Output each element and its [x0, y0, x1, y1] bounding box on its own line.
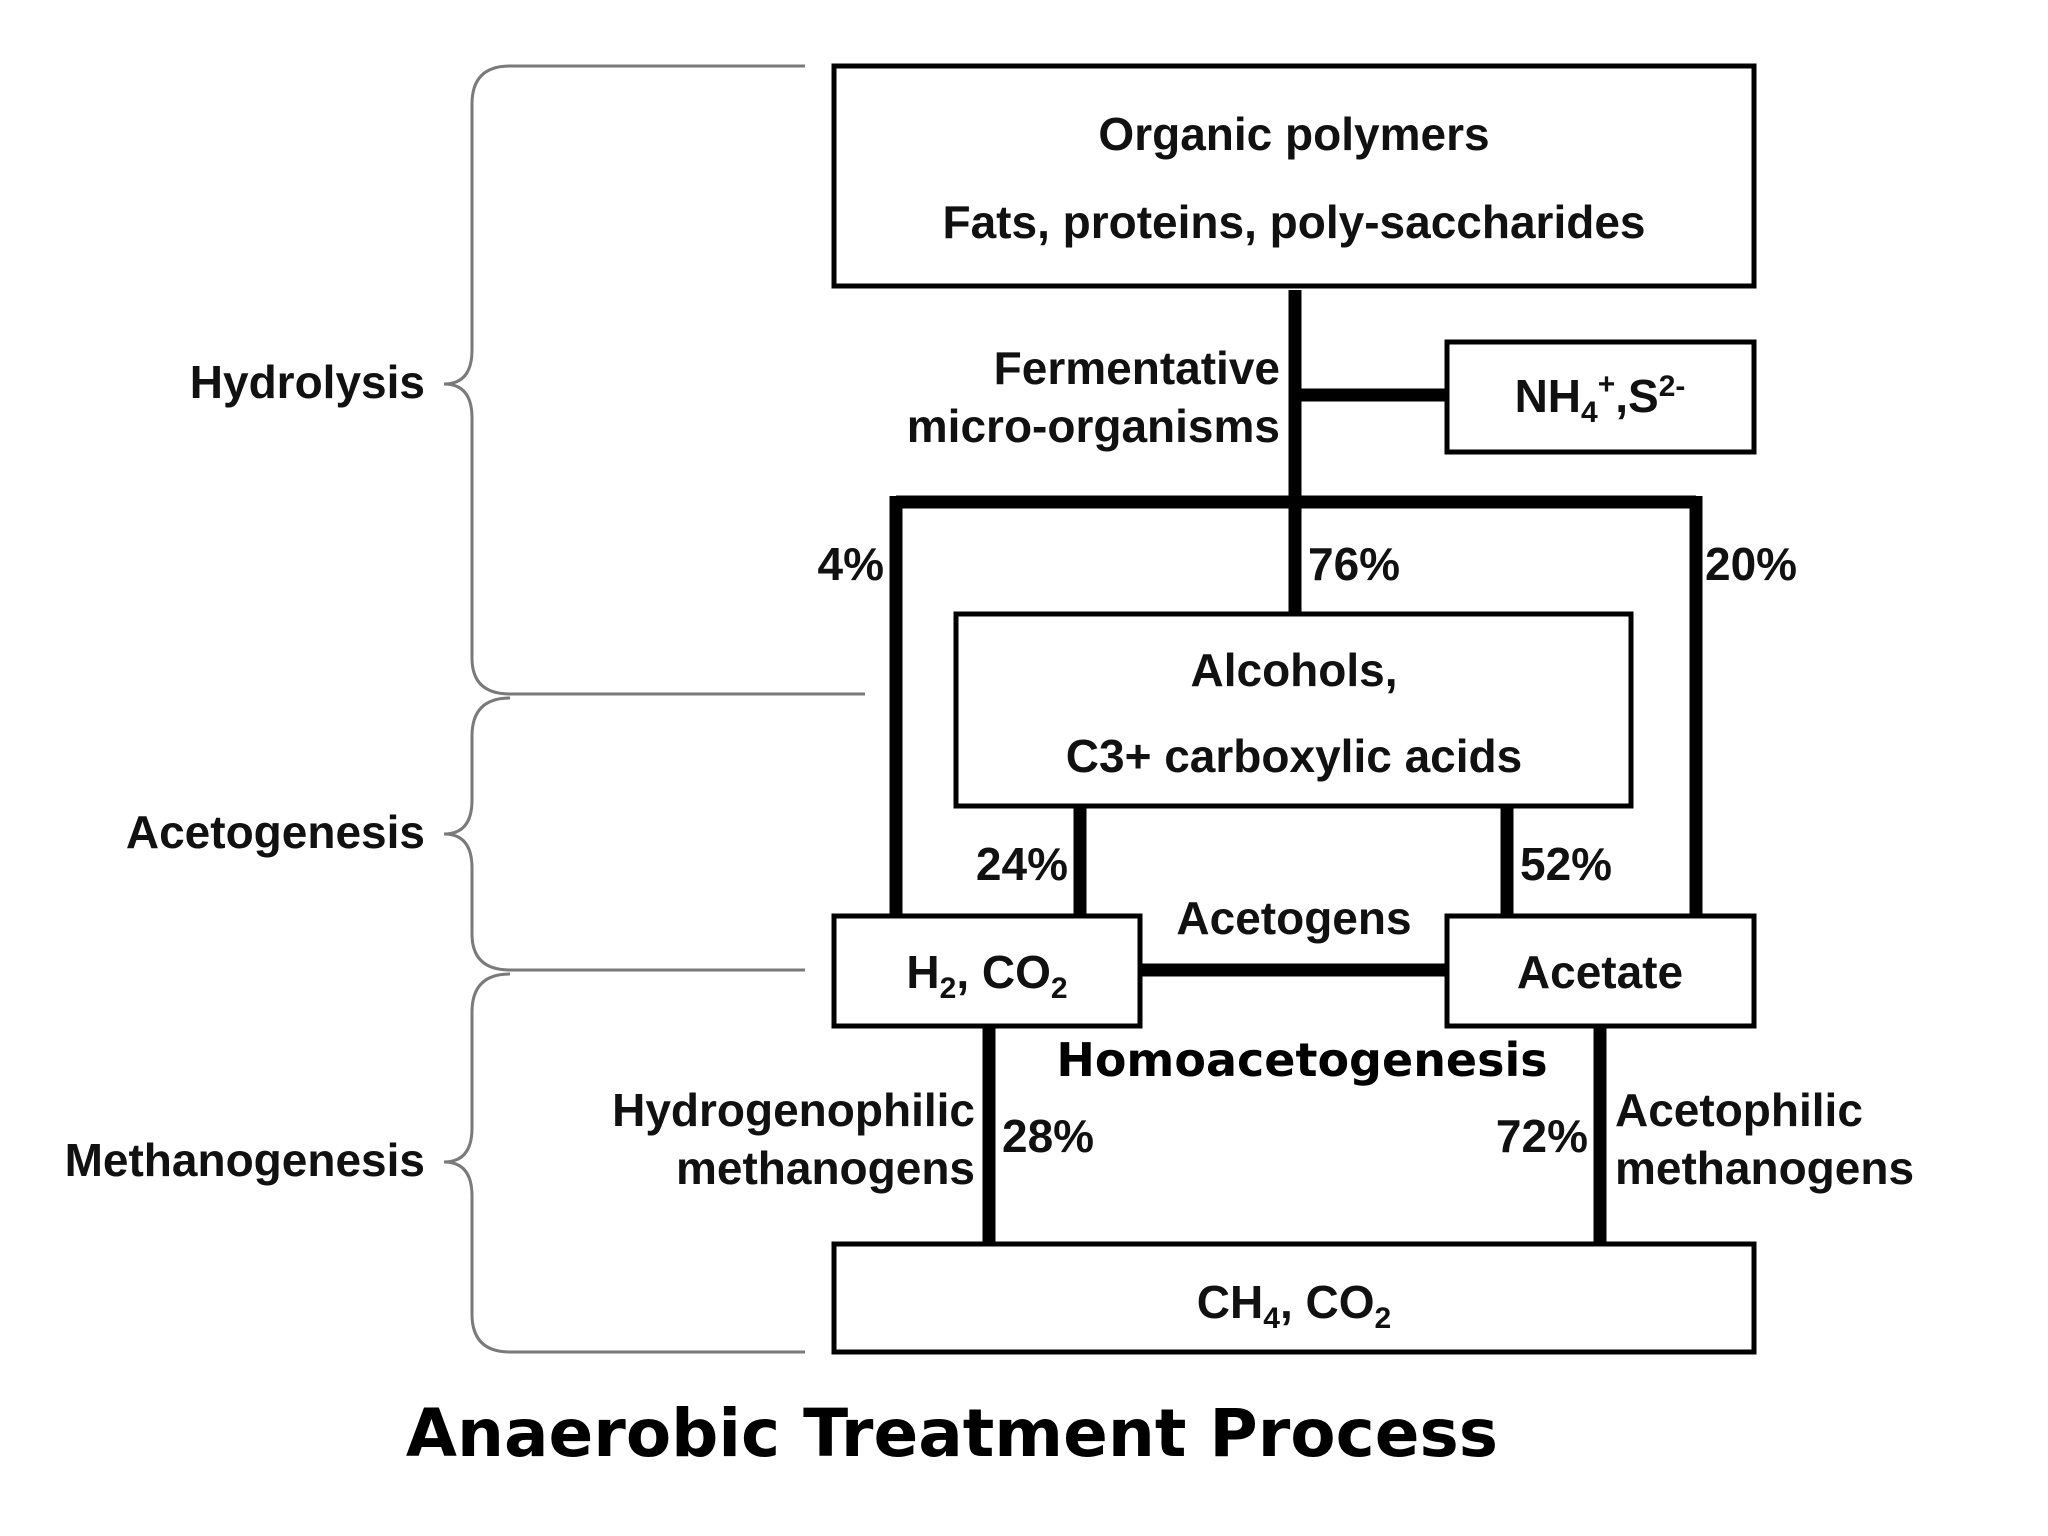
nh4-s-label: NH4+,S2- [1515, 368, 1686, 429]
alcohols-line1: Alcohols, [1190, 644, 1397, 696]
organic-polymers-title: Organic polymers [1098, 108, 1489, 160]
stage-hydrolysis-label: Hydrolysis [190, 356, 425, 408]
hydrogenophilic-label-line1: Hydrogenophilic [612, 1084, 975, 1136]
percent-direct-acetate: 20% [1705, 538, 1797, 590]
acetate-box [1444, 913, 1757, 1029]
hydrogenophilic-label-line2: methanogens [676, 1142, 975, 1194]
stage-acetogenesis-label: Acetogenesis [126, 806, 425, 858]
alcohols-box [953, 611, 1634, 809]
fermentative-label-line2: micro-organisms [907, 400, 1280, 452]
acetogens-label: Acetogens [1176, 892, 1411, 944]
acetophilic-label-line1: Acetophilic [1615, 1084, 1863, 1136]
homoacetogenesis-label: Homoacetogenesis [1056, 1033, 1547, 1087]
h2-co2-box [831, 913, 1143, 1029]
percent-alcohols-to-acetate: 52% [1520, 838, 1612, 890]
stage-methanogenesis-label: Methanogenesis [65, 1134, 425, 1186]
hydrolysis-brace [443, 64, 865, 696]
percent-to-alcohols: 76% [1308, 538, 1400, 590]
ch4-co2-label: CH4, CO2 [1197, 1276, 1391, 1335]
ch4-co2-box [831, 1241, 1757, 1355]
percent-alcohols-to-h2: 24% [976, 838, 1068, 890]
acetophilic-label-line2: methanogens [1615, 1142, 1914, 1194]
organic-polymers-box [831, 63, 1757, 289]
acetogenesis-brace [443, 696, 805, 972]
acetate-label: Acetate [1517, 946, 1683, 998]
percent-acetate-to-ch4: 72% [1496, 1110, 1588, 1162]
fermentative-label-line1: Fermentative [994, 342, 1280, 394]
alcohols-line2: C3+ carboxylic acids [1066, 730, 1522, 782]
percent-h2-to-ch4: 28% [1002, 1110, 1094, 1162]
organic-polymers-detail: Fats, proteins, poly-saccharides [942, 196, 1645, 248]
percent-direct-h2: 4% [818, 538, 884, 590]
nh4-s-box [1444, 339, 1757, 455]
h2-co2-label: H2, CO2 [906, 946, 1067, 1005]
diagram-title: Anaerobic Treatment Process [406, 1395, 1498, 1472]
methanogenesis-brace [443, 972, 805, 1354]
